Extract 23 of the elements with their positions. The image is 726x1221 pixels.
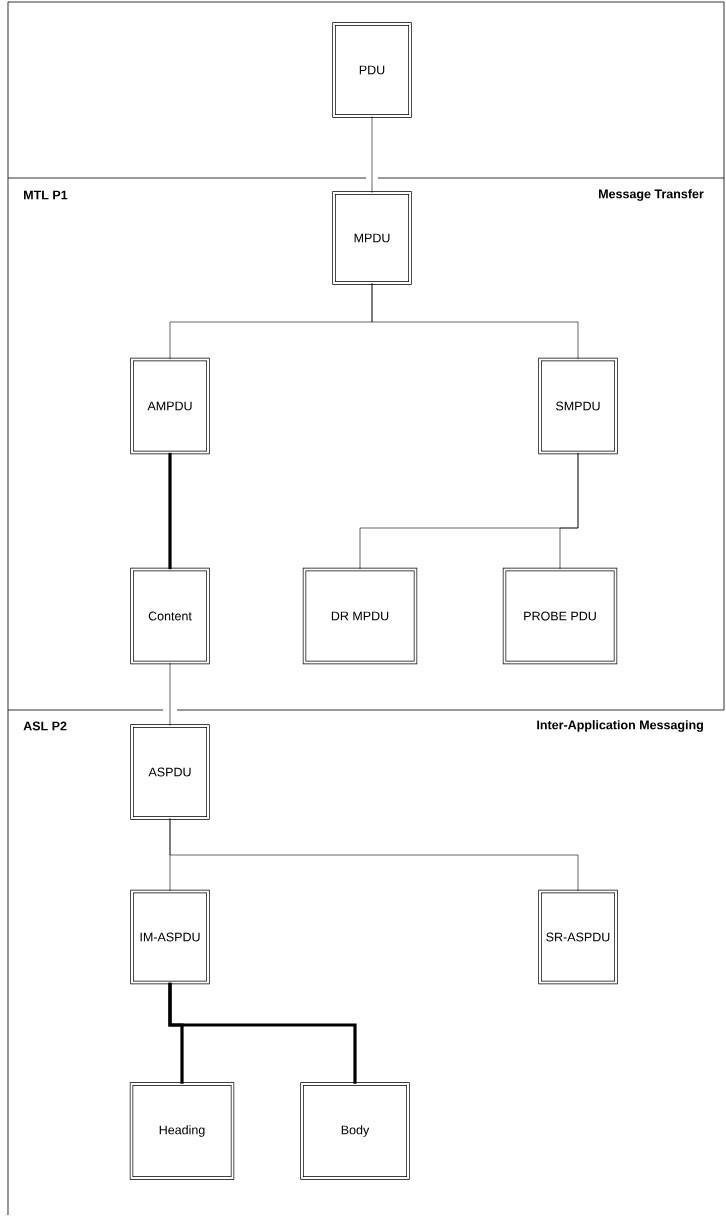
pdu-box: Content — [130, 567, 210, 665]
pdu-box: MPDU — [332, 191, 412, 285]
section-label: MTL P1 — [24, 190, 68, 200]
pdu-box: SMPDU — [538, 357, 618, 455]
pdu-box: PDU — [332, 22, 412, 118]
pdu-box: DR MPDU — [302, 567, 418, 665]
connector — [168, 452, 172, 570]
section-label: Inter-Application Messaging — [537, 720, 703, 732]
pdu-box: PROBE PDU — [502, 567, 618, 665]
pdu-box: Body — [300, 1082, 410, 1180]
connector — [169, 662, 171, 726]
pdu-box: Heading — [129, 1082, 235, 1180]
connector — [168, 982, 357, 1084]
section-label: Message Transfer — [599, 189, 704, 201]
pdu-box: SR-ASPDU — [538, 889, 618, 985]
pdu-box: AMPDU — [130, 357, 210, 455]
connector — [559, 452, 579, 570]
pdu-box: IM-ASPDU — [130, 889, 210, 985]
pdu-box: ASPDU — [130, 724, 210, 820]
connector — [371, 283, 579, 360]
section-label: ASL P2 — [23, 721, 67, 731]
connector — [169, 818, 579, 892]
connector — [371, 116, 373, 193]
